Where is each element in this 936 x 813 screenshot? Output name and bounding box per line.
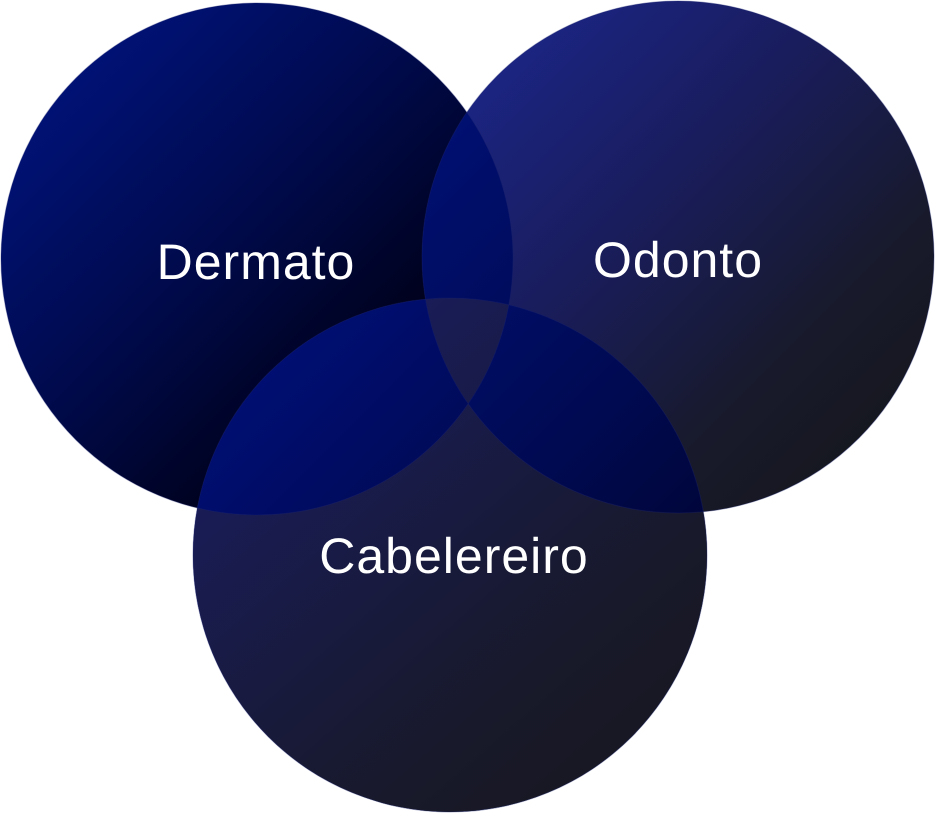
overlap-odonto-cabelereiro — [422, 298, 707, 513]
overlap-dermato-cabelereiro — [193, 298, 513, 515]
label-odonto: Odonto — [592, 232, 764, 288]
label-cabelereiro: Cabelereiro — [319, 528, 589, 584]
label-dermato: Dermato — [156, 234, 356, 290]
